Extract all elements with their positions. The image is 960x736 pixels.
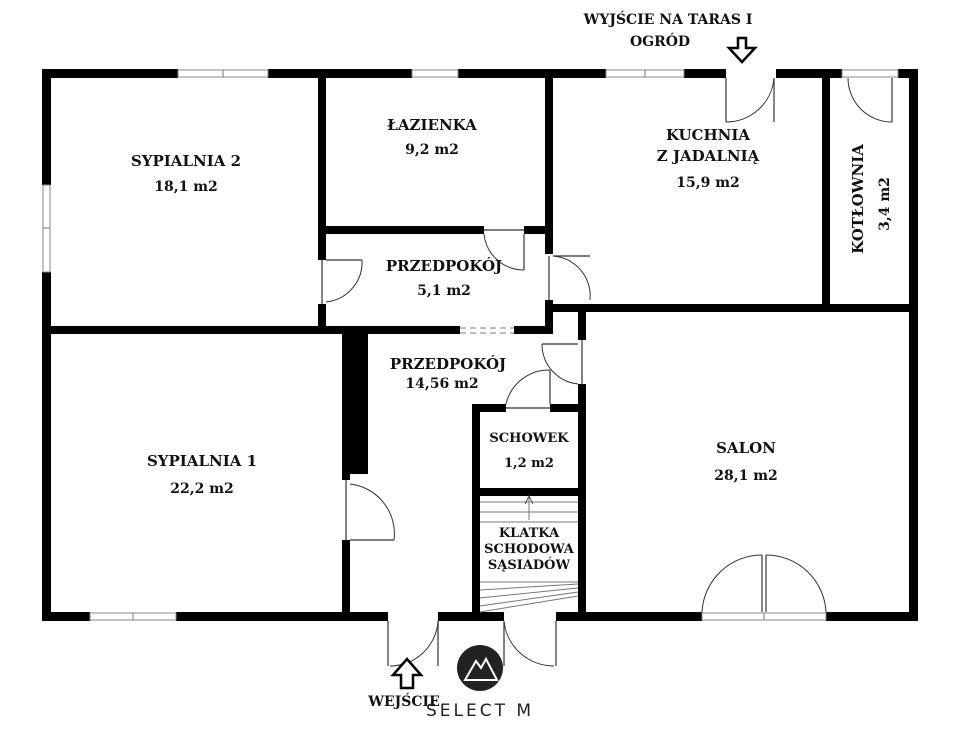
room-name-przedpokoj-large: PRZEDPOKÓJ (390, 355, 506, 373)
arrow-down-icon (726, 36, 758, 64)
entrance-label: WEJŚCIE (367, 692, 440, 710)
room-name-klatka-line3: SĄSIADÓW (488, 556, 571, 573)
room-labels: SYPIALNIA 2 18,1 m2 ŁAZIENKA 9,2 m2 KUCH… (131, 116, 893, 573)
interior-walls (42, 78, 918, 621)
outer-walls (42, 69, 918, 621)
room-name-kuchnia-line2: Z JADALNIĄ (657, 147, 760, 165)
room-area-lazienka: 9,2 m2 (405, 142, 459, 158)
room-name-klatka-line1: KLATKA (499, 526, 560, 541)
mountain-logo-icon (457, 645, 503, 691)
room-name-salon: SALON (716, 439, 776, 457)
room-name-kotlownia: KOTŁOWNIA (849, 144, 867, 254)
room-area-kotlownia: 3,4 m2 (877, 177, 893, 231)
brand-name: SELECT M (426, 701, 534, 721)
room-area-sypialnia-1: 22,2 m2 (170, 481, 234, 497)
staircase (479, 494, 579, 613)
room-area-schowek: 1,2 m2 (504, 456, 554, 471)
room-name-kuchnia-line1: KUCHNIA (666, 126, 750, 144)
terrace-exit-label-line1: WYJŚCIE NA TARAS I (583, 10, 753, 28)
room-name-lazienka: ŁAZIENKA (387, 116, 477, 134)
room-area-przedpokoj-small: 5,1 m2 (417, 283, 471, 299)
room-area-sypialnia-2: 18,1 m2 (154, 179, 218, 195)
arrow-up-icon (390, 657, 424, 690)
room-area-przedpokoj-large: 14,56 m2 (405, 376, 478, 392)
room-name-sypialnia-2: SYPIALNIA 2 (131, 152, 241, 170)
room-area-kuchnia: 15,9 m2 (676, 175, 740, 191)
terrace-exit-label-line2: OGRÓD (630, 32, 690, 50)
room-name-sypialnia-1: SYPIALNIA 1 (147, 452, 257, 470)
doors (321, 77, 893, 667)
room-name-schowek: SCHOWEK (489, 431, 569, 446)
windows (42, 69, 899, 621)
room-name-przedpokoj-small: PRZEDPOKÓJ (386, 257, 502, 275)
room-area-salon: 28,1 m2 (714, 468, 778, 484)
room-name-klatka-line2: SCHODOWA (484, 542, 575, 557)
